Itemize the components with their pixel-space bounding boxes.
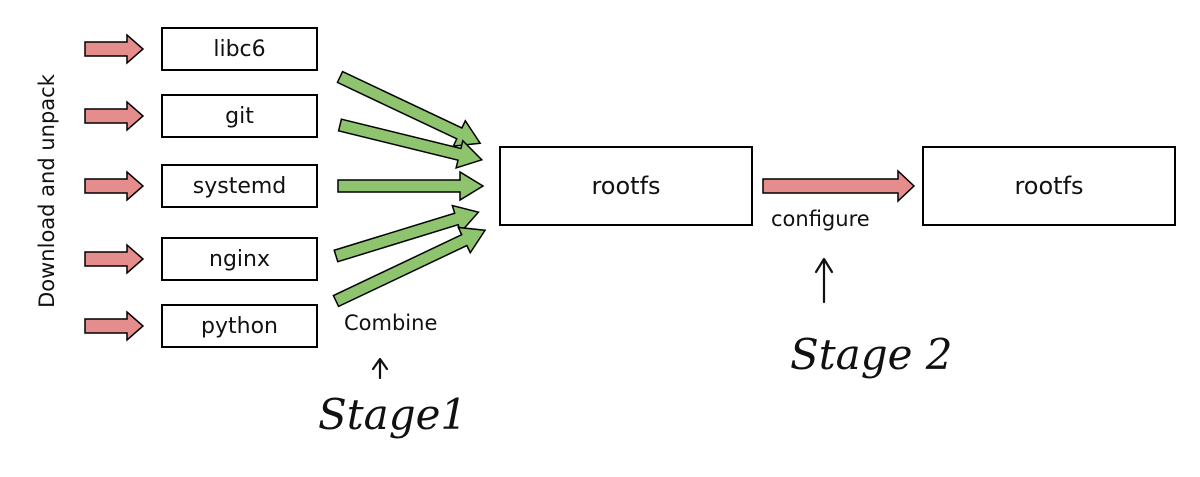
- rootfs-right-label: rootfs: [1014, 172, 1084, 200]
- package-box-libc6: libc6: [161, 27, 318, 71]
- green-arrow-2: [337, 118, 484, 170]
- red-arrow-systemd: [84, 170, 145, 202]
- package-box-nginx: nginx: [161, 237, 318, 281]
- red-arrow-libc6: [84, 33, 145, 65]
- red-arrow-git: [84, 100, 145, 132]
- configure-arrow: [762, 169, 916, 203]
- package-box-python: python: [161, 304, 318, 348]
- red-arrow-python: [84, 310, 145, 342]
- green-arrows: [332, 70, 487, 308]
- stage1-up-arrow-icon: [371, 357, 389, 380]
- package-label: git: [225, 103, 254, 129]
- stage1-handwritten: Stage1: [318, 390, 468, 439]
- stage2-handwritten: Stage 2: [790, 330, 953, 379]
- package-box-git: git: [161, 94, 318, 138]
- rootfs-box-left: rootfs: [499, 146, 753, 226]
- package-box-systemd: systemd: [161, 164, 318, 208]
- package-label: nginx: [209, 246, 270, 272]
- green-arrow-4: [333, 204, 480, 263]
- stage2-up-arrow-icon: [814, 257, 834, 304]
- red-arrows: [84, 33, 145, 342]
- red-arrow-nginx: [84, 243, 145, 275]
- package-label: systemd: [192, 173, 287, 199]
- configure-label: configure: [771, 207, 870, 231]
- package-label: libc6: [213, 36, 266, 62]
- package-label: python: [201, 313, 278, 339]
- rootfs-box-right: rootfs: [922, 146, 1176, 226]
- green-arrow-5: [332, 226, 487, 308]
- combine-label: Combine: [344, 311, 438, 335]
- rootfs-left-label: rootfs: [591, 172, 661, 200]
- green-arrow-3: [337, 170, 485, 202]
